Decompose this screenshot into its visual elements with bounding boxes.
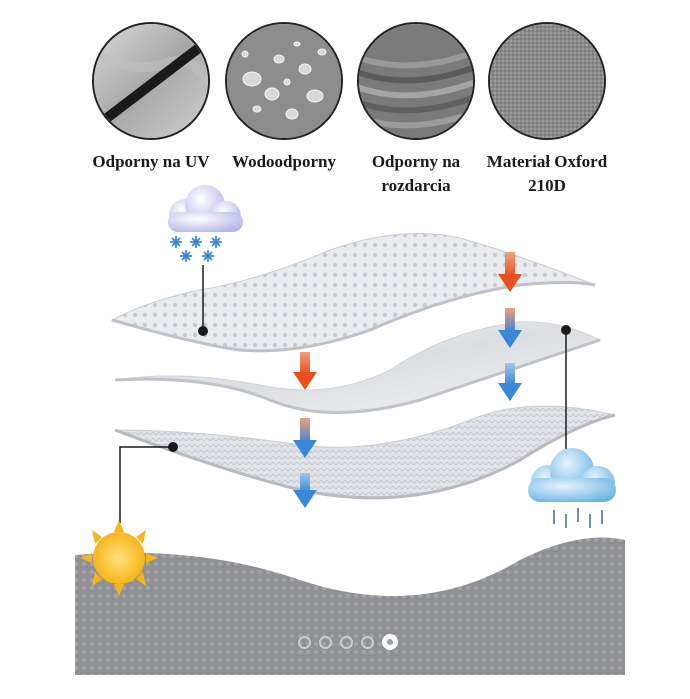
arrow-orange-right [498, 252, 522, 292]
feature-label: Odporny na rozdarcia [371, 152, 461, 195]
carousel-indicator [298, 633, 398, 651]
feature-oxford-material: Materiał Oxford 210D [472, 22, 622, 198]
carousel-dot[interactable] [340, 635, 353, 649]
snow-cloud-icon [168, 185, 243, 262]
callout-lines [119, 265, 567, 523]
arrow-mix-left [293, 418, 317, 458]
carousel-dot[interactable] [298, 635, 311, 649]
feature-uv-resistant: Odporny na UV [76, 22, 226, 174]
carousel-dot[interactable] [319, 635, 332, 649]
feature-label: Odporny na UV [92, 152, 210, 171]
callout-dot-bottom [168, 442, 178, 452]
callout-dot-top [198, 326, 208, 336]
ground-fabric [75, 537, 625, 675]
feature-label: Materiał Oxford 210D [486, 152, 608, 195]
arrow-orange-left [293, 352, 317, 390]
uv-fabric-swatch-icon [92, 22, 210, 140]
callout-dot-right [561, 325, 571, 335]
carousel-dot-active[interactable] [382, 634, 398, 650]
arrow-blue-right [498, 363, 522, 401]
tear-resistant-swatch-icon [357, 22, 475, 140]
feature-label: Wodoodporny [232, 152, 336, 171]
feature-waterproof: Wodoodporny [209, 22, 359, 174]
arrow-blue-left [293, 473, 317, 508]
carousel-dot[interactable] [361, 635, 374, 649]
arrow-mix-right [498, 308, 522, 348]
water-droplets-swatch-icon [225, 22, 343, 140]
rain-cloud-icon [528, 448, 616, 528]
sun-icon [80, 520, 158, 596]
feature-tear-resistant: Odporny na rozdarcia [341, 22, 491, 198]
oxford-weave-swatch-icon [488, 22, 606, 140]
